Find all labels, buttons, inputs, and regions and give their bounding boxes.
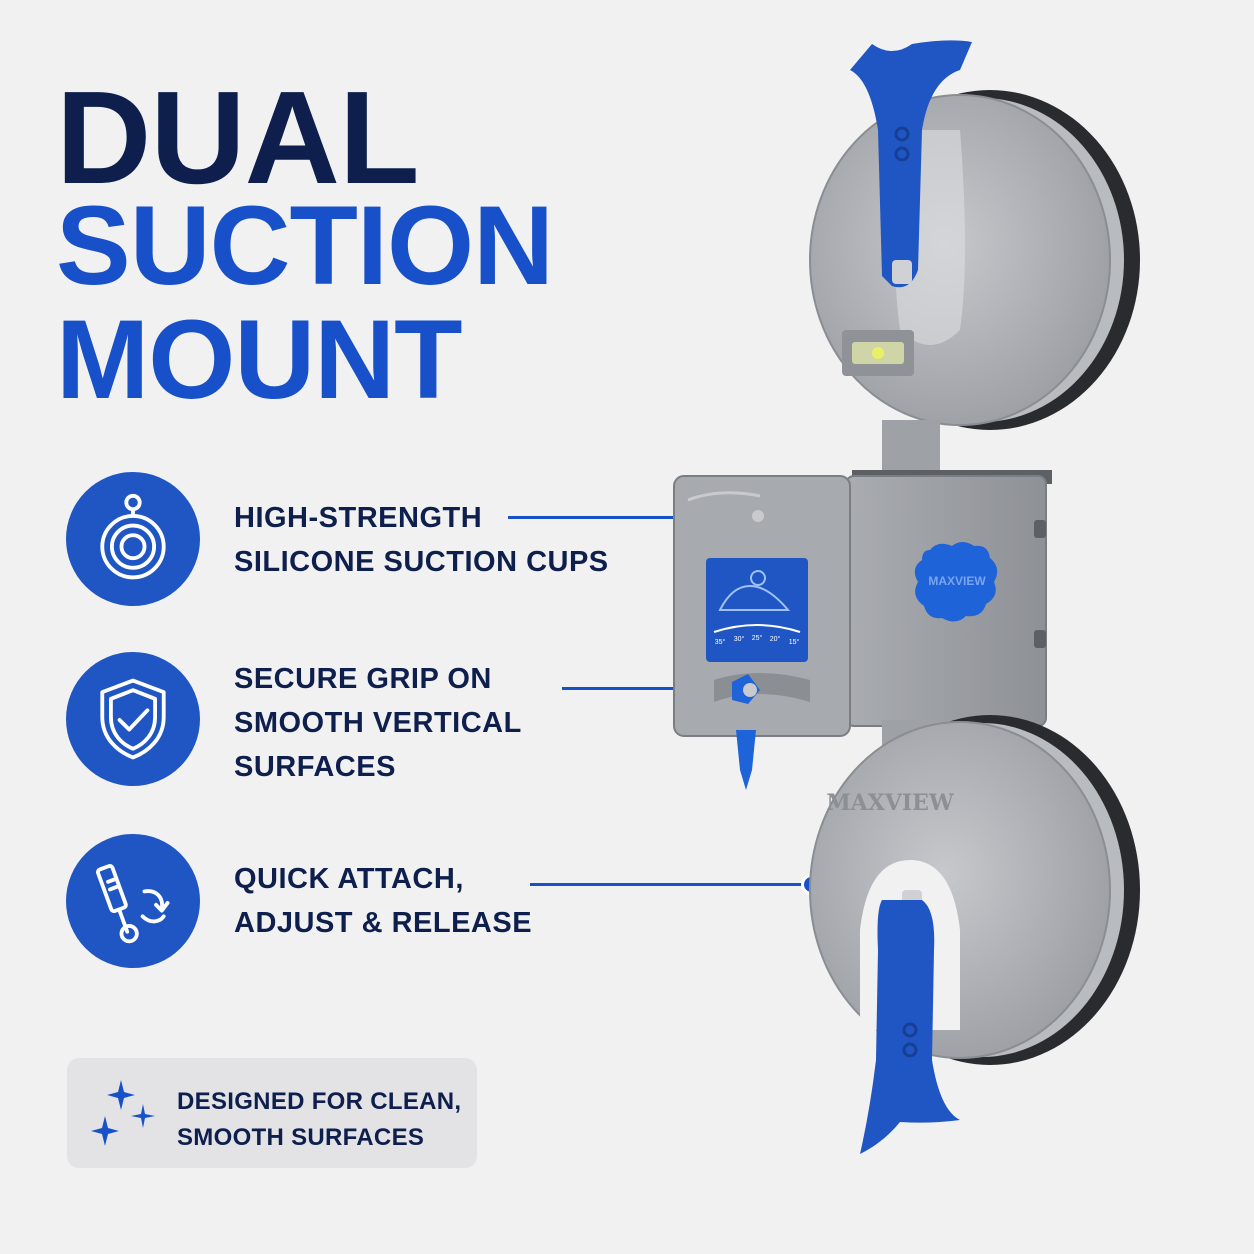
angle-tick: 25° [752,634,763,642]
note-line-1: DESIGNED FOR CLEAN, [177,1088,462,1115]
feature-1-line-1: HIGH-STRENGTH [234,502,483,534]
bottom-release-lever [860,890,960,1154]
feature-icon-circle-3 [66,834,200,968]
headline-suction: SUCTION [56,183,554,308]
angle-tick: 20° [770,635,781,643]
feature-3-line-1: QUICK ATTACH, [234,863,464,895]
tightening-knob: MAXVIEW [914,542,998,622]
feature-3-line-2: ADJUST & RELEASE [234,907,533,939]
feature-text-2: SECURE GRIP ON SMOOTH VERTICAL SURFACES [234,657,522,789]
suction-cup-icon [100,493,166,580]
dual-suction-mount-product: MAXVIEW 35° 30° 25° 20° 15° MAXVIEW [673,40,1140,1154]
brand-label-cup: MAXVIEW [826,790,954,816]
shield-check-icon [100,678,166,760]
feature-2-line-2: SMOOTH VERTICAL [234,707,522,739]
center-adjuster-body: MAXVIEW [845,475,1047,727]
note-text: DESIGNED FOR CLEAN, SMOOTH SURFACES [177,1084,461,1156]
feature-text-1: HIGH-STRENGTH SILICONE SUCTION CUPS [234,496,609,584]
sparkles-icon [91,1080,155,1146]
note-line-2: SMOOTH SURFACES [177,1124,425,1151]
feature-2-line-1: SECURE GRIP ON [234,663,492,695]
angle-tick: 30° [734,635,745,643]
angle-tick: 35° [715,638,726,646]
headline-dual: DUAL [56,64,420,211]
top-suction-cup [809,90,1140,430]
bottom-suction-cup: MAXVIEW [809,715,1140,1065]
angle-gauge-panel: 35° 30° 25° 20° 15° [673,475,851,790]
feature-icon-circle-1 [66,472,200,606]
feature-text-3: QUICK ATTACH, ADJUST & RELEASE [234,857,532,945]
angle-scale: 35° 30° 25° 20° 15° [715,634,800,646]
note-box: DESIGNED FOR CLEAN, SMOOTH SURFACES [67,1058,477,1168]
feature-2-line-3: SURFACES [234,751,396,783]
feature-icon-circle-2 [66,652,200,786]
feature-1-line-2: SILICONE SUCTION CUPS [234,546,609,578]
knob-brand-label: MAXVIEW [928,574,986,588]
lever-release-icon [96,864,170,944]
top-release-lever [850,40,972,288]
headline-mount: MOUNT [56,297,463,422]
angle-tick: 15° [789,638,800,646]
